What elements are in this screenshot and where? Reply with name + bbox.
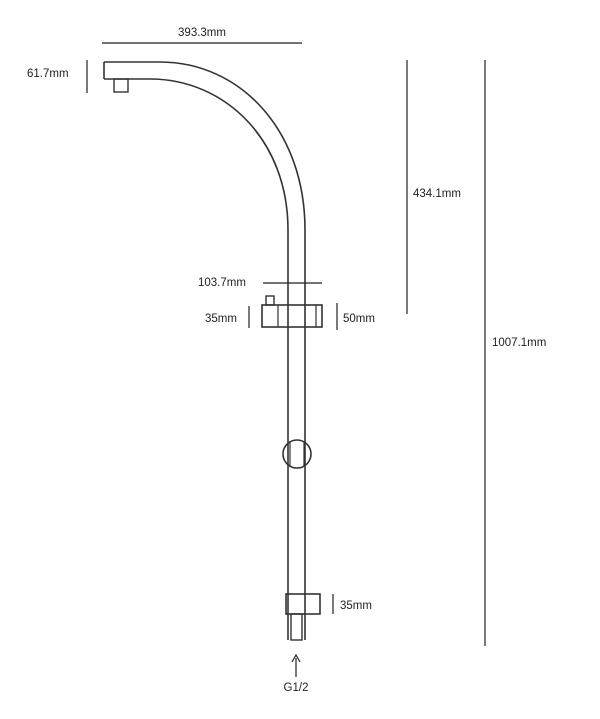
lower-bracket [285, 593, 321, 615]
label-bracket-projection: 103.7mm [198, 277, 246, 289]
slider-ball [282, 439, 312, 469]
inlet-stub [290, 613, 303, 641]
slider-ball-circle [282, 439, 312, 469]
rail-arm-outer [104, 61, 306, 300]
label-bracket-width: 35mm [205, 313, 237, 325]
label-arm-height: 434.1mm [413, 188, 461, 200]
label-inlet-thread: G1/2 [284, 682, 309, 694]
shower-rail-drawing [103, 61, 323, 641]
upper-bracket [261, 295, 323, 328]
label-arm-reach: 393.3mm [178, 27, 226, 39]
dimension-lines [86, 42, 486, 677]
label-lower-bracket-height: 35mm [340, 600, 372, 612]
label-overall-height: 1007.1mm [492, 337, 546, 349]
inlet-arrow-head [291, 653, 301, 663]
dimension-labels: 393.3mm 61.7mm 434.1mm 1007.1mm 103.7mm … [27, 27, 546, 694]
rail-arm-inner [104, 78, 289, 300]
upper-bracket-body [261, 304, 323, 328]
shower-head-connector [113, 78, 129, 93]
upper-bracket-knob [265, 295, 275, 306]
label-bracket-height: 50mm [343, 313, 375, 325]
label-arm-drop: 61.7mm [27, 68, 69, 80]
